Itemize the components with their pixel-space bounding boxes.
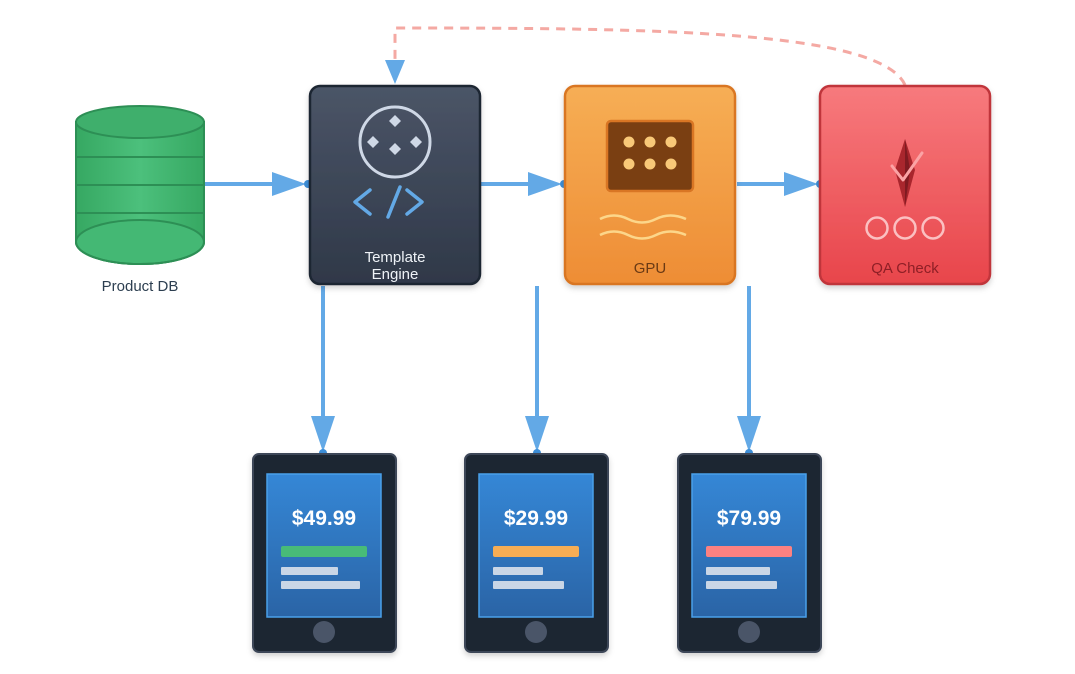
device-2-price: $29.99 bbox=[504, 507, 568, 530]
gpu-chip-icon bbox=[599, 119, 695, 240]
device-1: $49.99 bbox=[252, 453, 397, 653]
product-db-node: Product DB bbox=[75, 105, 205, 295]
arrow-to-device-2 bbox=[525, 286, 549, 457]
database-icon bbox=[75, 105, 205, 265]
device-2-screen bbox=[478, 473, 594, 618]
device-3-text-line bbox=[706, 581, 777, 589]
template-code-icon bbox=[353, 105, 432, 219]
template-engine-label-line2: Engine bbox=[372, 266, 419, 283]
qa-check-icon bbox=[865, 139, 945, 240]
arrow-to-device-3 bbox=[737, 286, 761, 457]
device-3-text-line bbox=[706, 567, 770, 575]
device-2-accent-bar bbox=[493, 546, 579, 557]
template-engine-label-line1: Template bbox=[365, 249, 426, 266]
gpu-label: GPU bbox=[634, 260, 667, 277]
device-3-accent-bar bbox=[706, 546, 792, 557]
device-1-home-button bbox=[313, 621, 335, 643]
arrow-gpu-to-qa bbox=[737, 172, 824, 196]
gpu-node: GPU bbox=[563, 84, 737, 286]
device-1-screen bbox=[266, 473, 382, 618]
product-db-label: Product DB bbox=[102, 278, 179, 295]
device-2-text-line bbox=[493, 581, 564, 589]
device-3: $79.99 bbox=[677, 453, 822, 653]
device-3-price: $79.99 bbox=[717, 507, 781, 530]
device-1-price: $49.99 bbox=[292, 507, 356, 530]
device-2: $29.99 bbox=[464, 453, 609, 653]
arrow-to-device-1 bbox=[311, 286, 335, 457]
arrow-template-to-gpu bbox=[481, 172, 568, 196]
device-1-accent-bar bbox=[281, 546, 367, 557]
device-3-screen bbox=[691, 473, 807, 618]
device-1-text-line bbox=[281, 581, 360, 589]
device-2-text-line bbox=[493, 567, 543, 575]
qa-check-node: QA Check bbox=[818, 84, 992, 286]
template-engine-node: Template Engine bbox=[308, 84, 482, 286]
device-2-home-button bbox=[525, 621, 547, 643]
qa-check-label: QA Check bbox=[871, 260, 939, 277]
device-1-text-line bbox=[281, 567, 338, 575]
arrow-db-to-template bbox=[205, 172, 312, 196]
device-3-home-button bbox=[738, 621, 760, 643]
feedback-loop-arrow bbox=[385, 26, 907, 86]
